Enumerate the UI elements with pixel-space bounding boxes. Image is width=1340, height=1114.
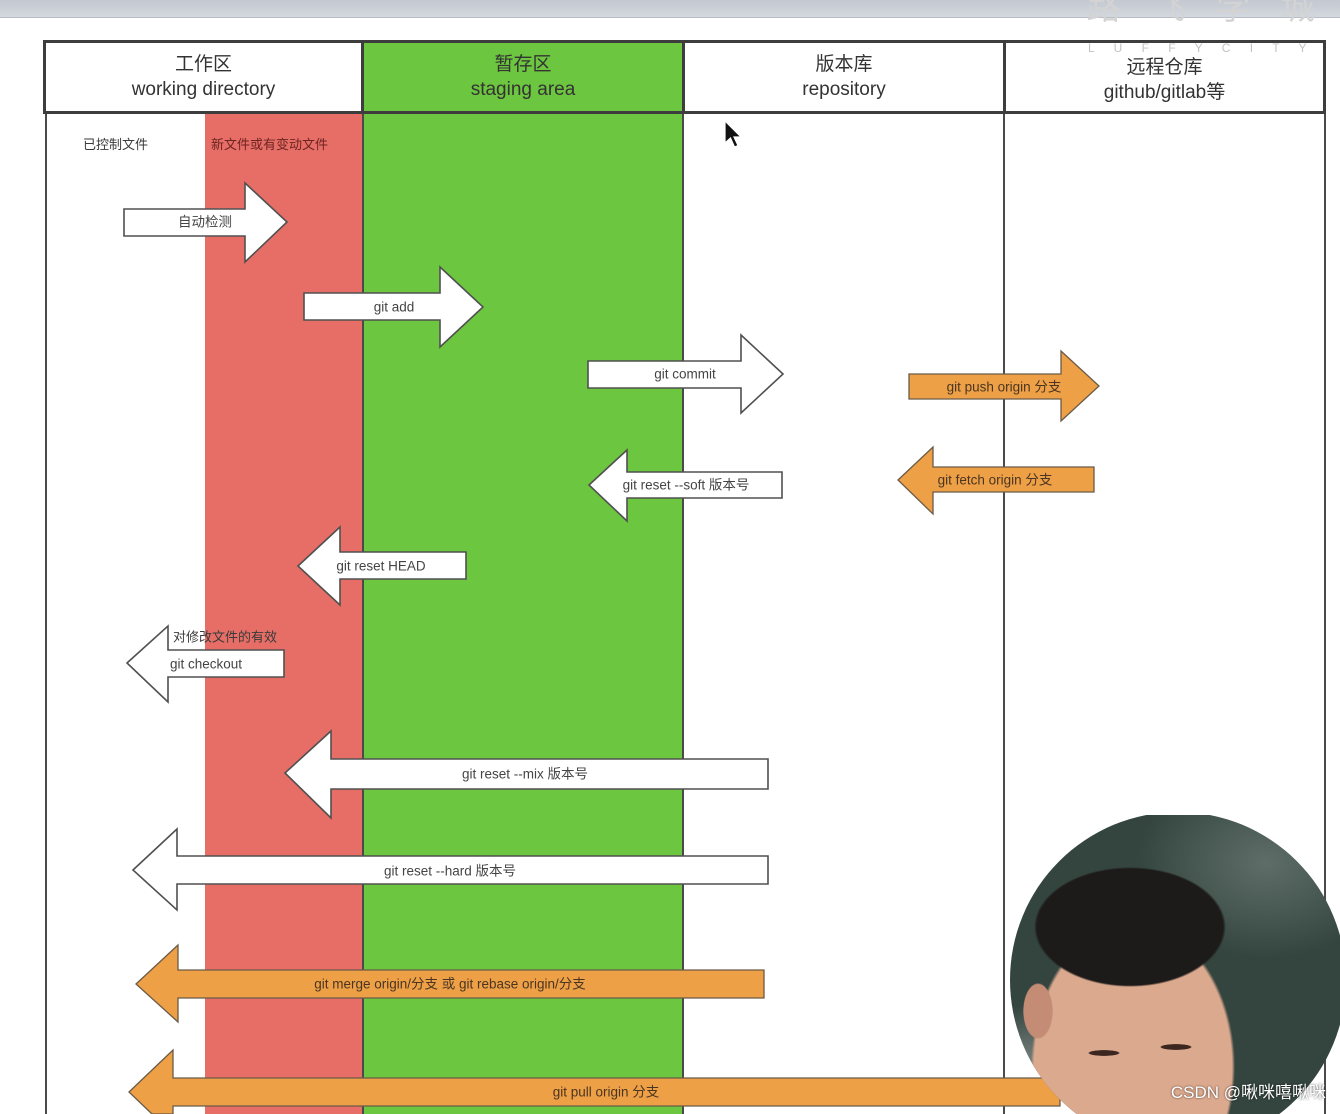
column-title-cn: 暂存区 — [494, 54, 552, 75]
column-line — [362, 114, 364, 1114]
arrow-git-add — [303, 265, 485, 349]
brand-watermark-cn: 路 飞 学 城 — [1086, 0, 1325, 27]
arrow-git-commit — [587, 333, 785, 415]
column-line — [45, 114, 47, 1114]
arrow-git-reset-head — [296, 525, 467, 607]
column-title-en: repository — [802, 79, 886, 100]
column-header-repository: 版本库 repository — [685, 43, 1003, 111]
arrow-git-pull — [128, 1048, 1061, 1114]
brand-watermark-en: L U F F Y C I T Y — [1088, 41, 1315, 55]
arrow-git-checkout — [125, 624, 285, 704]
webcam-overlay — [1010, 815, 1340, 1114]
arrow-auto-detect — [123, 181, 289, 264]
arrow-git-merge-rebase — [135, 943, 765, 1024]
arrow-label-auto-detect: 自动检测 — [178, 215, 232, 230]
arrow-label-git-add: git add — [374, 300, 415, 315]
column-title-cn: 工作区 — [174, 54, 232, 75]
top-bar — [0, 0, 1340, 18]
arrow-git-reset-hard — [131, 827, 769, 912]
column-title-en: working directory — [131, 79, 276, 100]
staging-area-zone — [363, 114, 683, 1114]
column-line — [682, 114, 684, 1114]
column-header-working-directory: 工作区 working directory — [46, 43, 361, 111]
staging-header-fill — [363, 43, 682, 111]
header-divider — [361, 40, 364, 114]
csdn-credit: CSDN @啾咪嘻啾咪 — [1170, 1083, 1326, 1102]
changed-files-zone — [205, 114, 363, 1114]
arrow-label-git-pull: git pull origin 分支 — [553, 1085, 660, 1100]
arrow-label-git-push: git push origin 分支 — [947, 380, 1062, 395]
header-divider — [1003, 40, 1006, 114]
checkout-note: 对修改文件的有效 — [173, 630, 277, 645]
arrow-label-git-fetch: git fetch origin 分支 — [938, 473, 1053, 488]
column-line — [1003, 114, 1005, 1114]
mouse-cursor-icon — [724, 119, 743, 148]
arrow-label-git-merge-rebase: git merge origin/分支 或 git rebase origin/… — [314, 977, 586, 992]
column-header-remote-repository: 远程仓库 github/gitlab等 — [1006, 43, 1323, 111]
tracked-files-label: 已控制文件 — [83, 137, 149, 152]
header-divider — [682, 40, 685, 114]
arrow-git-reset-mix — [283, 729, 769, 820]
column-header-staging-area: 暂存区 staging area — [364, 43, 682, 111]
arrow-git-push — [908, 349, 1100, 423]
arrow-label-git-commit: git commit — [654, 367, 716, 382]
arrow-git-fetch — [897, 445, 1095, 516]
arrow-label-git-reset-mix: git reset --mix 版本号 — [462, 767, 588, 782]
arrow-git-reset-soft — [587, 448, 783, 523]
column-title-cn: 版本库 — [815, 54, 873, 75]
brand-watermark: 路 飞 学 城 — [1080, 0, 1325, 27]
arrow-label-git-checkout: git checkout — [170, 657, 242, 672]
column-line — [1324, 114, 1326, 1114]
column-title-en: staging area — [470, 79, 576, 100]
arrow-label-git-reset-hard: git reset --hard 版本号 — [384, 864, 516, 879]
column-title-en: github/gitlab等 — [1103, 81, 1226, 103]
arrow-label-git-reset-head: git reset HEAD — [336, 559, 426, 574]
arrow-label-git-reset-soft: git reset --soft 版本号 — [623, 478, 750, 493]
column-title-cn: 远程仓库 — [1126, 56, 1203, 78]
changed-files-label: 新文件或有变动文件 — [211, 137, 329, 152]
